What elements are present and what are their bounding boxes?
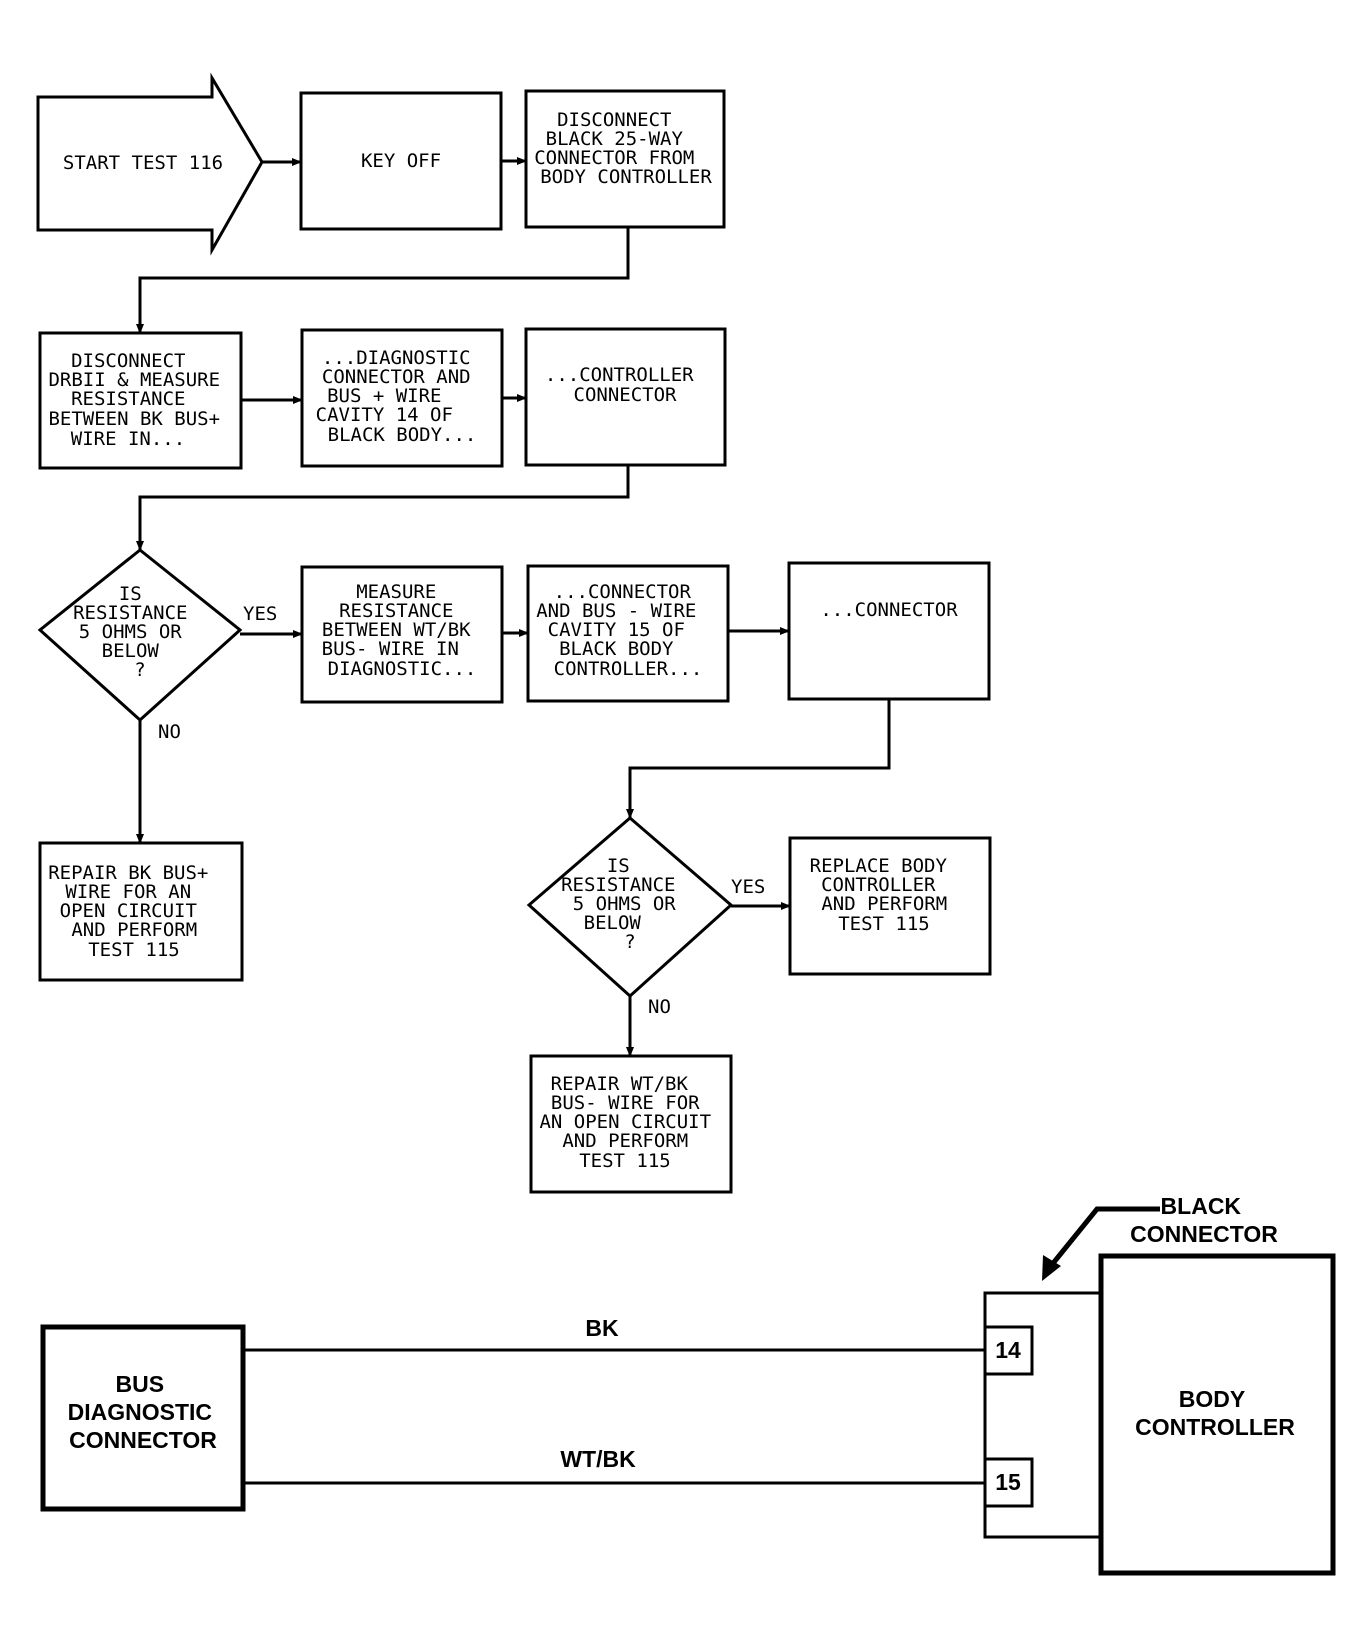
connector-end-box [787,561,991,701]
controller-connector-text: ...CONTROLLER CONNECTOR [545,364,705,406]
black-connector-callout-line [1048,1206,1160,1269]
pin-15-box [983,1457,1034,1508]
key-off-label: KEY OFF [361,150,441,172]
pin-15-label: 15 [995,1469,1021,1495]
controller-connector-box [524,327,727,467]
repair-bk-box [38,841,244,982]
bus-diagnostic-connector-label: BUS DIAGNOSTIC CONNECTOR [68,1371,219,1453]
yes2-label: YES [731,876,765,898]
repair-bk-text: REPAIR BK BUS+ WIRE FOR AN OPEN CIRCUIT … [48,862,220,961]
disconnect-black-text: DISCONNECT BLACK 25-WAY CONNECTOR FROM B… [534,109,712,188]
yes1-label: YES [243,603,277,625]
body-controller-box [1098,1253,1336,1576]
black-connector-callout-arrowhead [1042,1255,1061,1281]
diag-connector-box [300,328,504,468]
no1-label: NO [158,721,181,743]
disconnect-drbii-text: DISCONNECT DRBII & MEASURE RESISTANCE BE… [48,350,231,450]
pin-14-box [983,1325,1034,1376]
bus-diagnostic-connector-box [40,1324,246,1512]
black-connector-label: BLACK CONNECTOR [1130,1193,1278,1247]
no2-label: NO [648,996,671,1018]
body-controller-label: BODY CONTROLLER [1135,1386,1295,1440]
arrow-disconnect-to-drbii [136,227,630,334]
diag-connector-text: ...DIAGNOSTIC CONNECTOR AND BUS + WIRE C… [316,347,482,446]
replace-body-box [788,836,992,976]
pin-14-label: 14 [995,1337,1021,1363]
connector-bus-minus-box [526,564,730,703]
arrow-end-to-decision2 [626,699,891,819]
key-off-box [299,91,503,231]
measure-wtbk-text: MEASURE RESISTANCE BETWEEN WT/BK BUS- WI… [322,581,482,680]
wire-wtbk-label: WT/BK [560,1446,636,1472]
connector-end-text: ...CONNECTOR [820,599,958,621]
start-label: START TEST 116 [63,152,223,174]
repair-wtbk-text: REPAIR WT/BK BUS- WIRE FOR AN OPEN CIRCU… [539,1073,722,1172]
connector-bus-minus-text: ...CONNECTOR AND BUS - WIRE CAVITY 15 OF… [536,581,708,680]
wire-bk-label: BK [585,1315,619,1341]
decision2-text: IS RESISTANCE 5 OHMS OR BELOW ? [561,855,687,953]
start-arrow-shape [36,72,264,256]
arrow-controller-to-decision1 [136,465,630,551]
decision1-text: IS RESISTANCE 5 OHMS OR BELOW ? [73,583,199,681]
flow-connectors [136,157,891,1057]
replace-body-text: REPLACE BODY CONTROLLER AND PERFORM TEST… [810,855,959,935]
measure-wtbk-box [300,565,504,704]
